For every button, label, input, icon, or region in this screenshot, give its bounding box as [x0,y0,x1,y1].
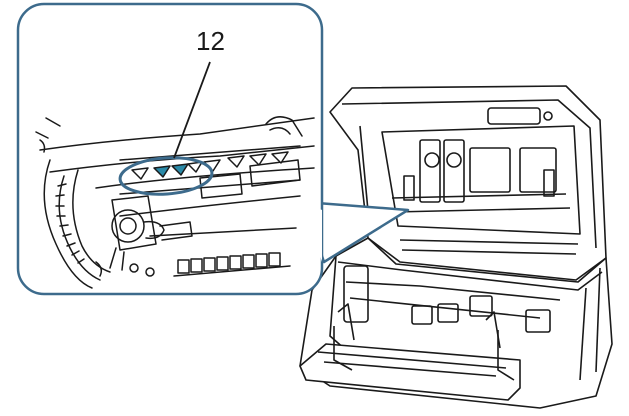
marker-triangle-highlighted [153,165,171,178]
zoom-callout: 12 [16,2,410,296]
marker-triangle [249,153,267,166]
gear-teeth [55,183,85,264]
marker-triangle [271,151,289,164]
scanner-body [299,85,613,409]
callout-frame [16,2,324,296]
comb-teeth [173,252,291,277]
marker-triangle-highlighted [171,163,189,176]
marker-triangle [187,161,203,173]
markers-highlighted [131,161,203,180]
marker-triangle [227,155,245,168]
callout-leader-line [173,61,211,159]
highlight-ring [118,156,214,196]
paper-tray [299,343,521,401]
callout-number-label: 12 [196,26,225,56]
marker-triangle [131,167,149,180]
